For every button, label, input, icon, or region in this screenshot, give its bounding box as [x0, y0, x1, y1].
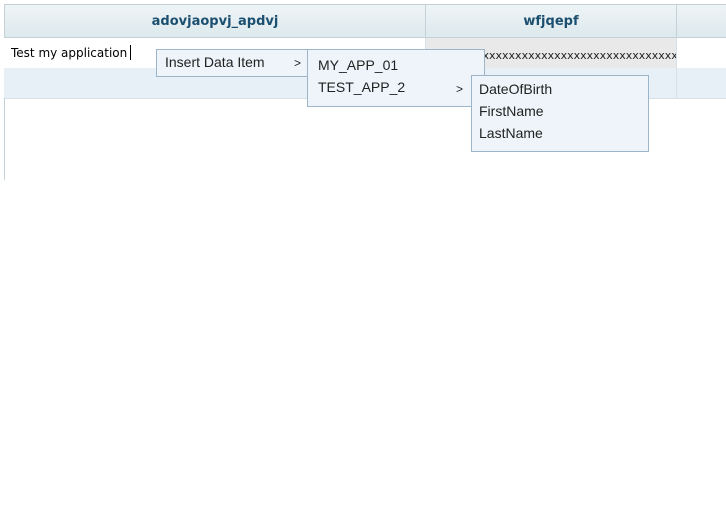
- column-header-label: adovjaopvj_apdvj: [151, 13, 279, 29]
- text-caret: [130, 45, 132, 60]
- grid-left-border: [4, 98, 5, 180]
- field-submenu: DateOfBirth FirstName LastName: [471, 75, 649, 152]
- menu-item-last-name[interactable]: LastName: [479, 125, 543, 141]
- cell-edit-text: Test my application: [11, 46, 128, 60]
- data-grid: adovjaopvj_apdvj wfjqepf xxxxxxxxxxxxxxx…: [0, 0, 726, 180]
- menu-item-date-of-birth[interactable]: DateOfBirth: [479, 81, 553, 97]
- menu-item-first-name[interactable]: FirstName: [479, 103, 544, 119]
- menu-item-insert-data-item[interactable]: Insert Data Item: [165, 54, 265, 70]
- context-menu: Insert Data Item >: [156, 49, 308, 77]
- menu-item-my-app-01[interactable]: MY_APP_01: [318, 57, 399, 73]
- cell-edit-input[interactable]: Test my application: [9, 42, 159, 64]
- column-header-3[interactable]: [676, 4, 726, 38]
- app-submenu: MY_APP_01 TEST_APP_2 >: [307, 49, 485, 107]
- column-divider: [676, 38, 677, 98]
- menu-item-test-app-2[interactable]: TEST_APP_2: [318, 79, 406, 95]
- column-header-label: wfjqepf: [523, 13, 579, 29]
- chevron-right-icon: >: [456, 82, 464, 96]
- column-header-1[interactable]: adovjaopvj_apdvj: [4, 4, 425, 38]
- chevron-right-icon: >: [294, 56, 302, 70]
- grid-cell-value: xxxxxxxxxxxxxxxxxxxxxxxxxxxxxxx: [476, 49, 676, 62]
- column-header-2[interactable]: wfjqepf: [425, 4, 676, 38]
